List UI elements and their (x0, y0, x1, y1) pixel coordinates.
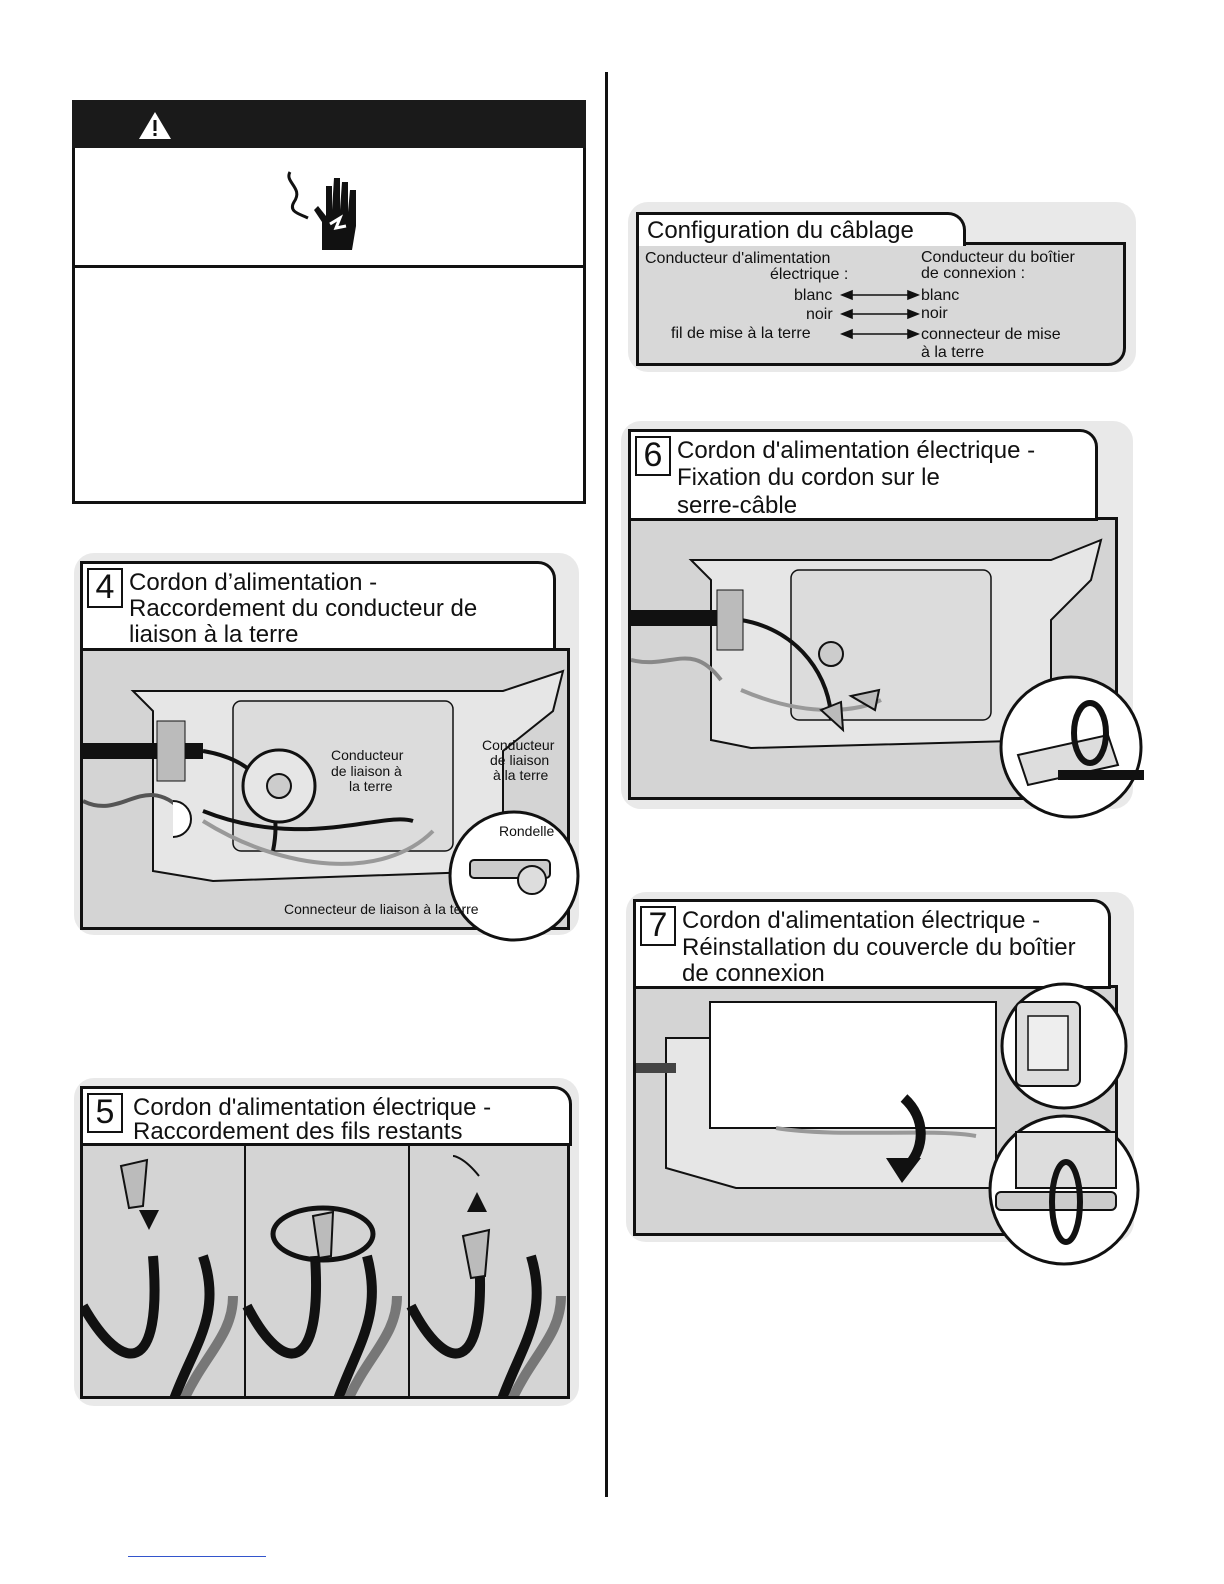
config-row-1-right: blanc (921, 287, 960, 304)
step6-title-2: Fixation du cordon sur le (677, 464, 940, 491)
step4-label-right-2: de liaison (490, 752, 550, 768)
config-title: Configuration du câblage (647, 217, 914, 244)
step4-label-conducteur-3: la terre (349, 778, 393, 794)
step6-drawing (631, 538, 1103, 750)
footer-link-line (128, 1556, 266, 1557)
config-right-header-2: de connexion : (921, 265, 1026, 282)
step5-number: 5 (87, 1093, 123, 1133)
step4-label-conducteur-2: de liaison à (331, 763, 402, 779)
step4-label-connecteur: Connecteur de liaison à la terre (284, 901, 479, 917)
step6-zoom-circle (999, 675, 1144, 819)
step6-title-3: serre-câble (677, 492, 798, 519)
step4-zoom-circle (448, 810, 580, 942)
warning-header (72, 100, 586, 148)
step5-title-box: 5 Cordon d'alimentation électrique - Rac… (80, 1086, 572, 1146)
config-row-3-left: fil de mise à la terre (671, 325, 811, 342)
step4-number: 4 (87, 568, 123, 608)
config-left-header-1: Conducteur d'alimentation (645, 250, 831, 267)
config-right-header-1: Conducteur du boîtier (921, 249, 1075, 266)
step4-label-conducteur-1: Conducteur (331, 747, 404, 763)
step7-zoom-circle-top (1000, 982, 1128, 1110)
config-row-3-right-1: connecteur de mise (921, 326, 1061, 343)
step4-title-3: liaison à la terre (129, 621, 299, 648)
config-arrows (840, 289, 920, 340)
step4-title-2: Raccordement du conducteur de (129, 595, 478, 622)
step4-label-rondelle: Rondelle (499, 823, 555, 839)
step7-title-2: Réinstallation du couvercle du boîtier (682, 934, 1076, 961)
step5-title-2: Raccordement des fils restants (133, 1118, 463, 1145)
step4-title-1: Cordon d’alimentation - (129, 569, 378, 596)
step4-label-right-3: à la terre (493, 767, 549, 783)
step5-title-1: Cordon d'alimentation électrique - (133, 1094, 492, 1121)
step6-title-1: Cordon d'alimentation électrique - (677, 437, 1036, 464)
step4-label-right-1: Conducteur (482, 737, 555, 753)
column-divider (605, 72, 608, 1497)
step7-title-1: Cordon d'alimentation électrique - (682, 907, 1041, 934)
step6-number: 6 (635, 436, 671, 476)
warning-triangle-icon (139, 112, 171, 139)
warning-symbol-area (72, 148, 586, 268)
electric-shock-hand-icon (287, 171, 356, 250)
step6-title-box: 6 Cordon d'alimentation électrique - Fix… (628, 429, 1098, 521)
config-row-2-right: noir (921, 305, 948, 322)
step7-zoom-circle-bottom (988, 1114, 1140, 1266)
step7-title-3: de connexion (682, 960, 825, 987)
step7-title-box: 7 Cordon d'alimentation électrique - Réi… (633, 899, 1111, 989)
step4-drawing (83, 669, 565, 883)
step5-drawing (83, 1146, 566, 1396)
config-row-3-right-2: à la terre (921, 344, 985, 361)
config-row-1-left: blanc (794, 287, 833, 304)
step4-title-box: 4 Cordon d’alimentation - Raccordement d… (80, 561, 556, 651)
config-title-tab: Configuration du câblage (636, 212, 966, 246)
step5-illustration (80, 1143, 570, 1399)
config-row-2-left: noir (806, 306, 833, 323)
config-left-header-2: électrique : (770, 266, 849, 283)
step7-number: 7 (640, 906, 676, 946)
step7-drawing (636, 1001, 997, 1189)
